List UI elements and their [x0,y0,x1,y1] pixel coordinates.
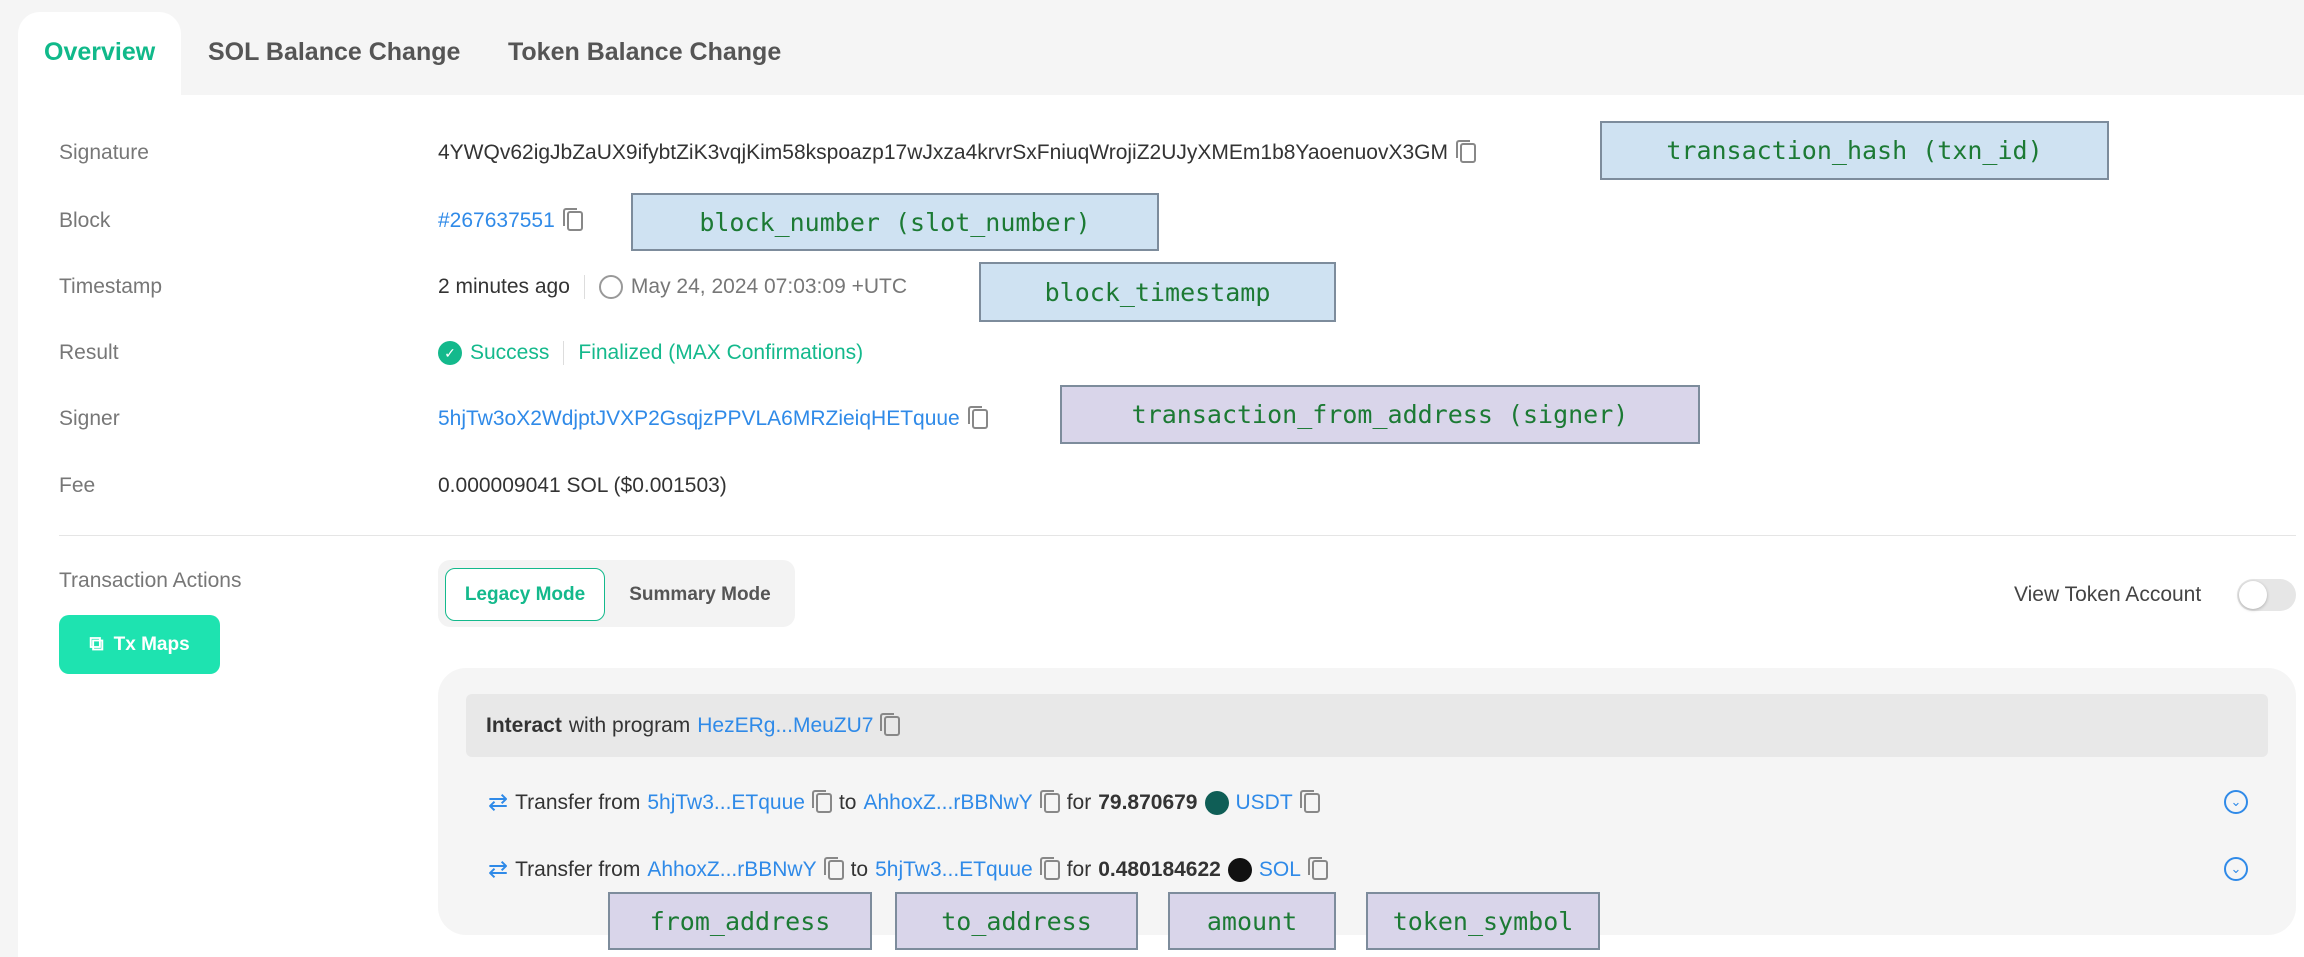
clock-icon [598,275,623,299]
usdt-token-icon [1204,790,1229,815]
transfer-icon: ⇄ [488,789,509,816]
copy-icon[interactable] [1307,856,1328,880]
block-value: #267637551 [438,208,583,233]
token-link[interactable]: SOL [1258,857,1301,881]
legacy-mode-button[interactable]: Legacy Mode [445,568,605,621]
transfer-row: ⇄ Transfer from AhhoxZ...rBBNwY to 5hjTw… [488,855,1328,884]
to-address-link[interactable]: 5hjTw3...ETquue [875,857,1033,881]
toggle-knob [2239,581,2267,609]
view-token-account-toggle[interactable] [2237,579,2296,611]
transaction-actions-label: Transaction Actions [59,569,242,592]
timestamp-absolute: May 24, 2024 07:03:09 +UTC [630,275,908,298]
signer-link[interactable]: 5hjTw3oX2WdjptJVXP2GsqjzPPVLA6MRZieiqHET… [438,407,960,430]
sol-token-icon [1227,857,1252,882]
copy-icon[interactable] [880,712,901,736]
timestamp-relative: 2 minutes ago [438,275,570,298]
result-value: ✓ Success Finalized (MAX Confirmations) [438,341,863,365]
for-word: for [1066,790,1092,814]
signature-label: Signature [59,141,149,164]
block-label: Block [59,209,111,232]
from-address-link[interactable]: 5hjTw3...ETquue [647,790,805,814]
tab-token-balance-change[interactable]: Token Balance Change [508,38,782,66]
tab-overview[interactable]: Overview [18,12,182,95]
from-address-link[interactable]: AhhoxZ...rBBNwY [647,857,817,881]
token-link[interactable]: USDT [1235,790,1293,814]
check-circle-icon: ✓ [438,341,462,365]
annotation-transaction-hash: transaction_hash (txn_id) [1600,121,2109,180]
tree-icon: ⧉ [89,633,104,655]
to-word: to [838,790,857,814]
copy-icon[interactable] [967,406,988,429]
annotation-token-symbol: token_symbol [1366,892,1600,950]
for-word: for [1066,857,1092,881]
fee-value: 0.000009041 SOL ($0.001503) [438,474,727,497]
amount: 0.480184622 [1098,857,1221,881]
transfer-prefix: Transfer from [515,857,641,881]
annotation-from-address: from_address [608,892,872,950]
expand-chevron-icon[interactable]: ⌄ [2224,857,2248,881]
to-address-link[interactable]: AhhoxZ...rBBNwY [863,790,1033,814]
copy-icon[interactable] [1039,789,1060,813]
timestamp-value: 2 minutes ago May 24, 2024 07:03:09 +UTC [438,275,907,299]
to-word: to [850,857,869,881]
program-link[interactable]: HezERg...MeuZU7 [697,713,874,737]
signer-value: 5hjTw3oX2WdjptJVXP2GsqjzPPVLA6MRZieiqHET… [438,406,988,431]
transfer-prefix: Transfer from [515,790,641,814]
divider [59,535,2296,536]
copy-icon[interactable] [823,856,844,880]
timestamp-label: Timestamp [59,275,163,298]
divider [563,341,565,365]
annotation-block-timestamp: block_timestamp [979,262,1336,322]
block-link[interactable]: #267637551 [438,209,555,232]
copy-icon[interactable] [811,789,832,813]
signature-text: 4YWQv62igJbZaUX9ifybtZiK3vqjKim58kspoazp… [438,141,1448,164]
tab-sol-balance-change[interactable]: SOL Balance Change [208,38,461,66]
interact-text: with program [568,713,691,737]
fee-label: Fee [59,474,96,497]
annotation-to-address: to_address [895,892,1138,950]
expand-chevron-icon[interactable]: ⌄ [2224,790,2248,814]
copy-icon[interactable] [1299,789,1320,813]
annotation-block-number: block_number (slot_number) [631,193,1159,251]
result-status: Success [470,341,550,364]
annotation-amount: amount [1168,892,1336,950]
tx-maps-button[interactable]: ⧉ Tx Maps [59,615,220,674]
signature-value: 4YWQv62igJbZaUX9ifybtZiK3vqjKim58kspoazp… [438,140,1476,165]
signer-label: Signer [59,407,120,430]
transfer-row: ⇄ Transfer from 5hjTw3...ETquue to Ahhox… [488,788,1320,817]
summary-mode-button[interactable]: Summary Mode [629,583,771,605]
tx-maps-label: Tx Maps [113,633,190,655]
result-label: Result [59,341,119,364]
copy-icon[interactable] [1455,140,1476,163]
interact-label: Interact [486,713,562,737]
annotation-signer: transaction_from_address (signer) [1060,385,1700,444]
copy-icon[interactable] [562,208,583,231]
amount: 79.870679 [1098,790,1198,814]
result-finality: Finalized (MAX Confirmations) [578,341,864,364]
copy-icon[interactable] [1039,856,1060,880]
transfer-icon: ⇄ [488,856,509,883]
view-token-account-label: View Token Account [2014,583,2202,606]
divider [583,275,585,299]
